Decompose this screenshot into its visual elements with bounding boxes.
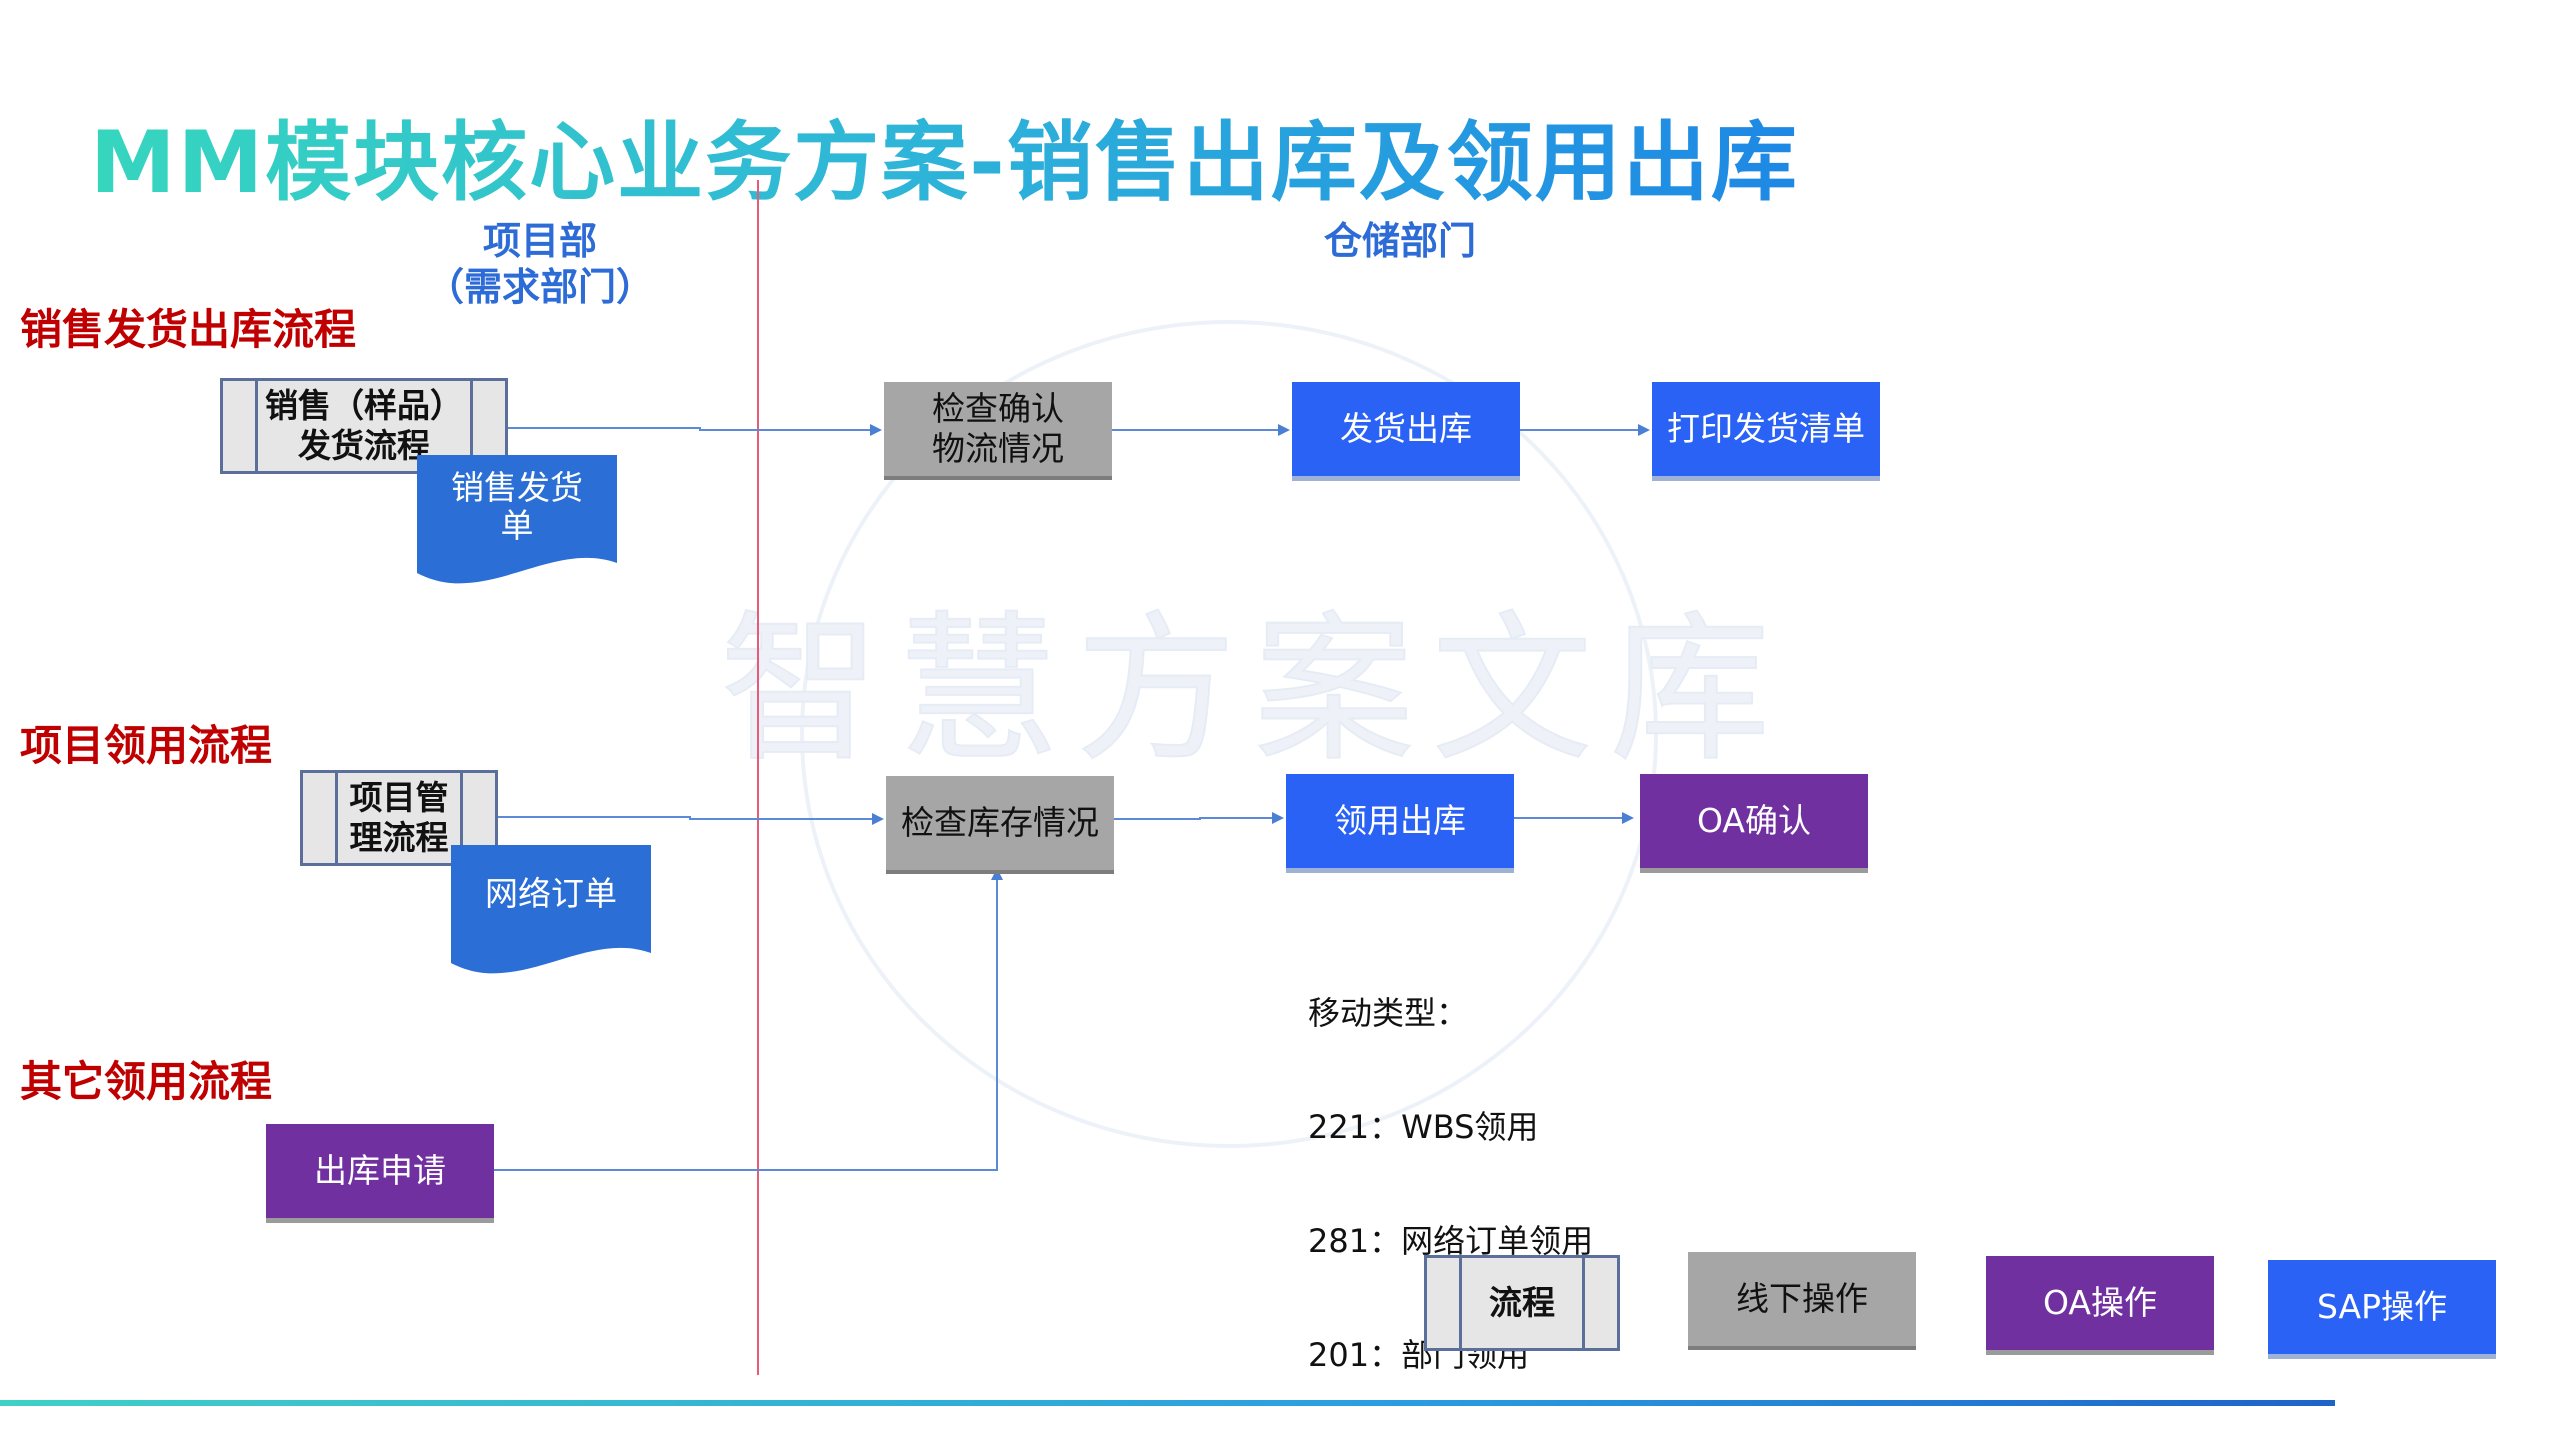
check-logistics-line1: 检查确认 bbox=[932, 389, 1064, 428]
document-shape-icon bbox=[417, 455, 617, 584]
movement-type-item: 221：WBS领用 bbox=[1308, 1108, 1539, 1146]
network-order-doc-label: 网络订单 bbox=[485, 874, 617, 913]
arrow-outbound-request-to-check-inventory bbox=[494, 868, 1003, 1171]
movement-types-header: 移动类型： bbox=[1308, 994, 1469, 1032]
column-head-project-dept: 项目部 （需求部门） bbox=[420, 218, 660, 310]
sales-sample-process-line2: 发货流程 bbox=[298, 426, 430, 465]
outbound-request-node[interactable]: 出库申请 bbox=[266, 1124, 494, 1218]
check-logistics-line2: 物流情况 bbox=[932, 429, 1064, 468]
column-head-project-dept-line1: 项目部 bbox=[482, 219, 597, 263]
sales-delivery-doc-line2: 单 bbox=[500, 506, 534, 545]
watermark-text: 智慧方案文库 bbox=[719, 595, 1789, 784]
sales-sample-process-line1: 销售（样品） bbox=[265, 386, 463, 425]
movement-types-note: 移动类型： 221：WBS领用 281：网络订单领用 201：部门领用 bbox=[1308, 918, 1593, 1412]
check-inventory-node[interactable]: 检查库存情况 bbox=[886, 776, 1114, 870]
arrow-sales-to-check-logistics bbox=[508, 424, 882, 436]
swimlane-divider bbox=[757, 180, 759, 1375]
document-shape-icon bbox=[451, 845, 651, 974]
sales-delivery-doc-line1: 销售发货 bbox=[451, 468, 583, 507]
project-mgmt-process-line2: 理流程 bbox=[349, 818, 449, 857]
row-label-sales: 销售发货出库流程 bbox=[20, 305, 357, 354]
print-delivery-list-node[interactable]: 打印发货清单 bbox=[1652, 382, 1880, 476]
arrow-check-inventory-to-issue-out bbox=[1112, 812, 1284, 824]
sales-delivery-doc[interactable]: 销售发货 单 bbox=[417, 455, 617, 585]
column-head-project-dept-line2: （需求部门） bbox=[425, 265, 654, 309]
issue-out-node[interactable]: 领用出库 bbox=[1286, 774, 1514, 868]
check-logistics-node[interactable]: 检查确认 物流情况 bbox=[884, 382, 1112, 476]
legend-sap: SAP操作 bbox=[2268, 1260, 2496, 1354]
legend-process: 流程 bbox=[1424, 1255, 1620, 1351]
bottom-accent-line bbox=[0, 1400, 2335, 1406]
legend-offline: 线下操作 bbox=[1688, 1252, 1916, 1346]
arrow-project-to-check-inventory bbox=[498, 813, 884, 825]
legend-oa: OA操作 bbox=[1986, 1256, 2214, 1350]
ship-out-node[interactable]: 发货出库 bbox=[1292, 382, 1520, 476]
network-order-doc[interactable]: 网络订单 bbox=[451, 845, 651, 975]
oa-confirm-node[interactable]: OA确认 bbox=[1640, 774, 1868, 868]
project-mgmt-process-line1: 项目管 bbox=[349, 778, 449, 817]
row-label-project: 项目领用流程 bbox=[20, 721, 273, 770]
page-title: MM模块核心业务方案-销售出库及领用出库 bbox=[90, 92, 1799, 217]
row-label-other: 其它领用流程 bbox=[20, 1057, 273, 1106]
column-head-warehouse-dept: 仓储部门 bbox=[1323, 219, 1476, 263]
movement-type-item: 281：网络订单领用 bbox=[1308, 1222, 1594, 1260]
watermark-ring bbox=[800, 320, 1658, 1148]
